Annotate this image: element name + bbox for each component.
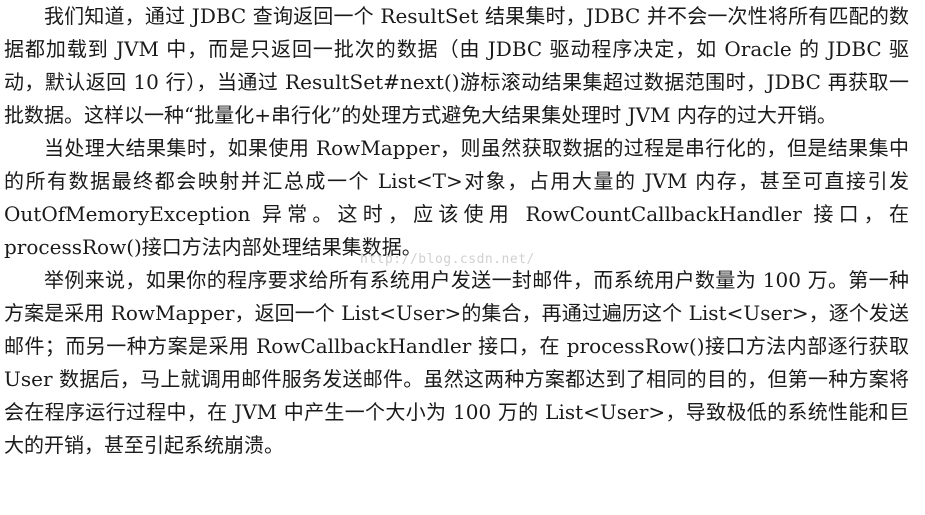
paragraph-email-example: 举例来说，如果你的程序要求给所有系统用户发送一封邮件，而系统用户数量为 100 … <box>4 268 909 457</box>
paragraph-large-resultset: 当处理大结果集时，如果使用 RowMapper，则虽然获取数据的过程是串行化的，… <box>4 136 909 259</box>
paragraph-jdbc-batching: 我们知道，通过 JDBC 查询返回一个 ResultSet 结果集时，JDBC … <box>4 4 909 127</box>
